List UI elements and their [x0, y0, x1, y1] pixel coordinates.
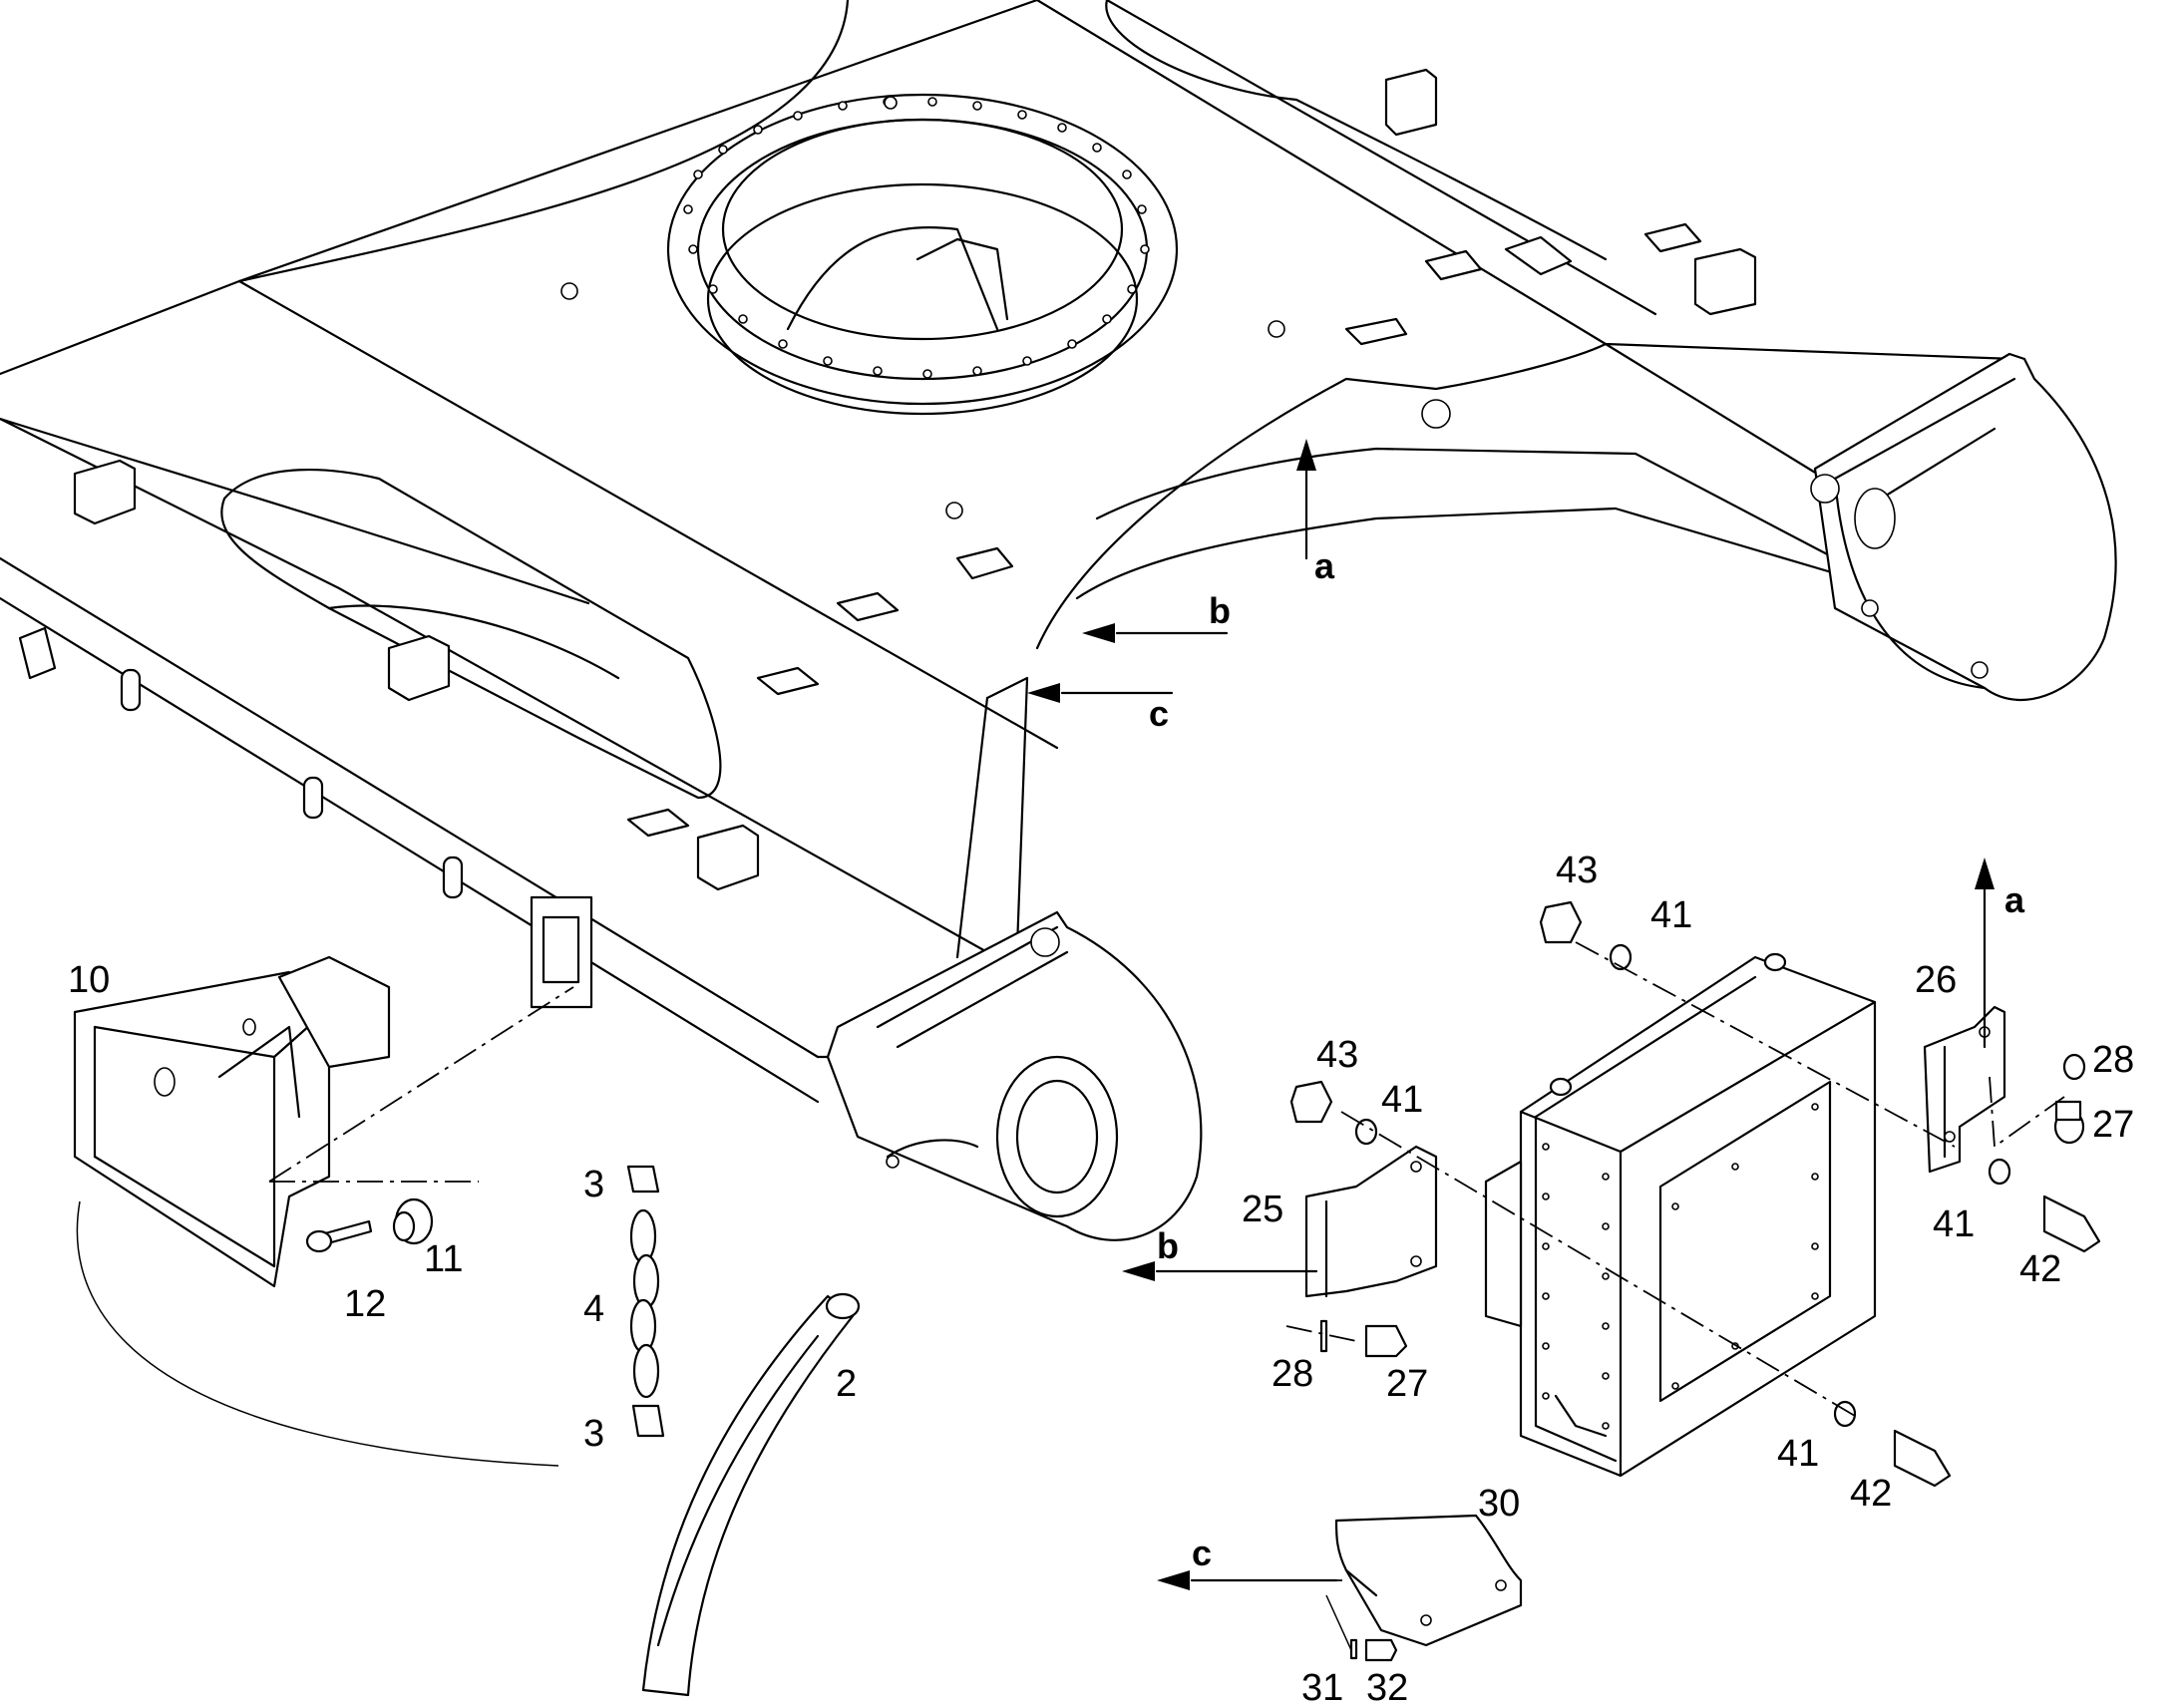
- callout-32: 32: [1366, 1667, 1408, 1708]
- reference-arrows: [1027, 439, 1995, 1590]
- callout-26: 26: [1915, 959, 1957, 1001]
- callout-42-bottom: 42: [1850, 1473, 1892, 1515]
- upper-frame-structure: [0, 0, 2117, 1241]
- assembly-lines: [76, 941, 2065, 1651]
- slewing-ring: [666, 93, 1179, 416]
- callout-43-top: 43: [1556, 850, 1598, 891]
- cover-30: [1334, 1514, 1523, 1647]
- callout-42-right: 42: [2019, 1248, 2061, 1290]
- callout-28-right: 28: [2092, 1039, 2134, 1081]
- ring-bolt-holes: [683, 97, 1150, 379]
- callout-43-left: 43: [1316, 1034, 1358, 1076]
- deck-pads: [73, 68, 1757, 891]
- callout-4: 4: [583, 1288, 604, 1330]
- left-end-block: [826, 910, 1203, 1241]
- callout-27-right: 27: [2092, 1104, 2134, 1146]
- ref-label-c-frame: c: [1149, 693, 1169, 734]
- bracket-25: [1304, 1145, 1438, 1298]
- callout-28-left: 28: [1272, 1353, 1313, 1395]
- callout-30: 30: [1478, 1483, 1520, 1525]
- callout-3-bottom: 3: [583, 1413, 604, 1455]
- callout-27-left: 27: [1386, 1363, 1428, 1405]
- callout-31: 31: [1301, 1667, 1343, 1708]
- callout-2: 2: [836, 1363, 857, 1405]
- bracket-assembly-10: [73, 955, 391, 1288]
- side-beam-slots: [18, 626, 593, 1009]
- callout-25: 25: [1242, 1189, 1283, 1230]
- hardware: [1289, 900, 2101, 1662]
- ref-label-b-part: b: [1157, 1225, 1179, 1266]
- callout-12: 12: [344, 1283, 386, 1325]
- callout-11: 11: [424, 1238, 463, 1280]
- ref-label-a-frame: a: [1314, 545, 1335, 586]
- callout-41-bottom: 41: [1777, 1433, 1819, 1475]
- callout-41-right: 41: [1933, 1203, 1975, 1245]
- bracket-26: [1923, 1005, 2006, 1174]
- box-bolt-holes: [1542, 1103, 1819, 1430]
- callout-41-left: 41: [1381, 1079, 1423, 1121]
- spacer-and-bolt-11-12: [305, 1197, 434, 1253]
- chain-3-4: [626, 1165, 665, 1438]
- callout-41-top: 41: [1650, 894, 1692, 936]
- ref-label-c-part: c: [1192, 1533, 1212, 1573]
- ref-label-a-part: a: [2004, 879, 2025, 920]
- callout-10: 10: [68, 959, 110, 1001]
- box-assembly: [1484, 952, 1877, 1478]
- callout-3-top: 3: [583, 1164, 604, 1205]
- hose-2: [641, 1292, 861, 1697]
- ref-label-b-frame: b: [1209, 590, 1231, 631]
